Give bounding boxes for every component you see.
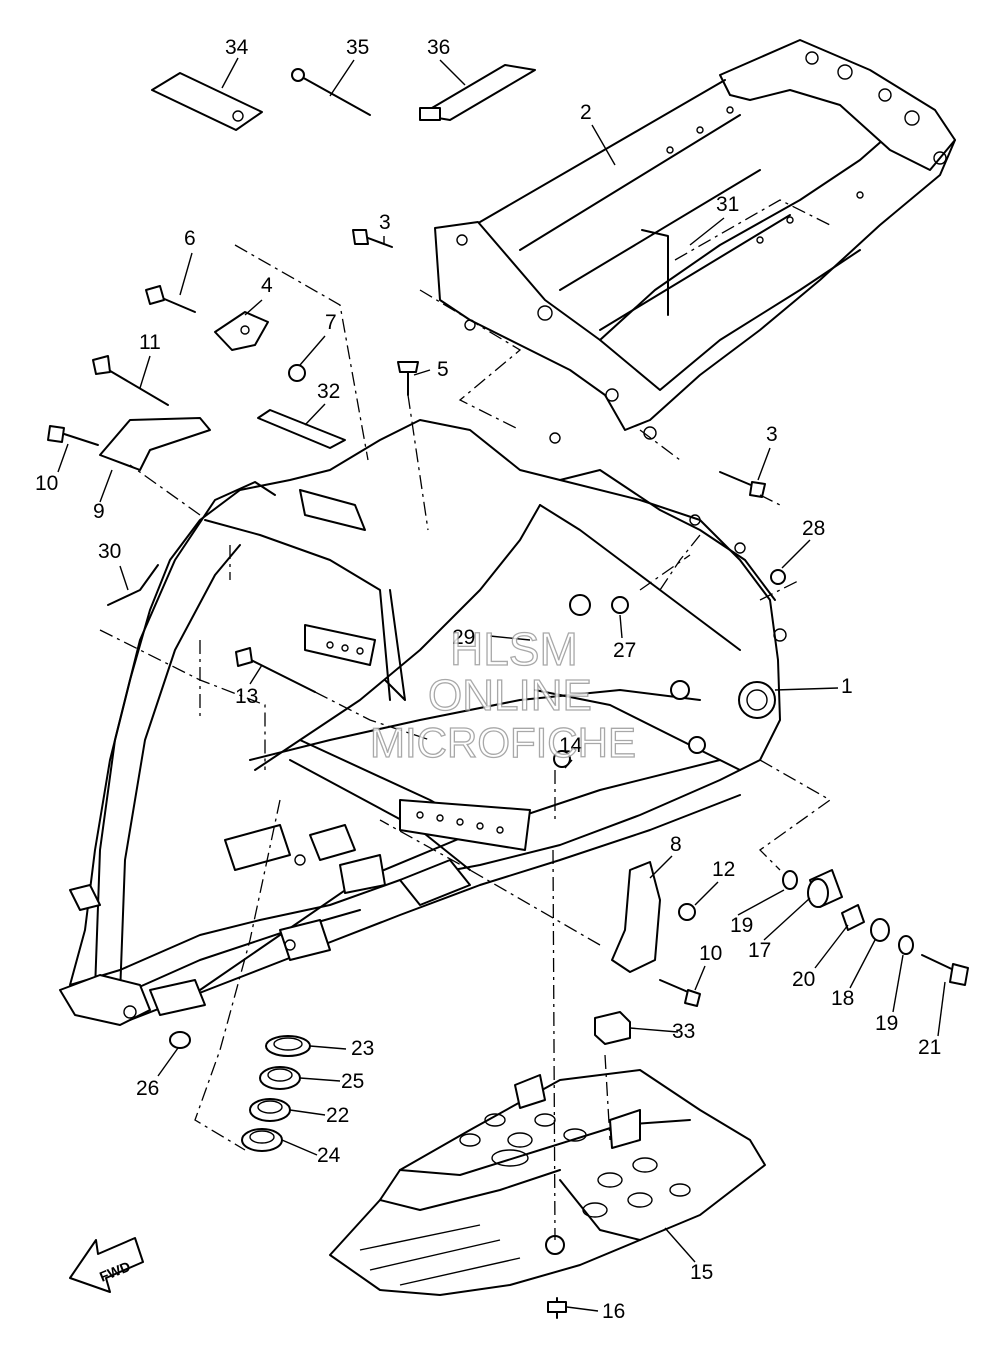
part-10-bolt-a (57, 431, 99, 446)
callout-18: 18 (831, 987, 854, 1010)
part-33-block (594, 1011, 631, 1045)
fwd-arrow: FWD (69, 1237, 144, 1293)
watermark-line-3: MICROFICHE (370, 719, 636, 766)
callout-26: 26 (136, 1077, 159, 1100)
part-26-cap (169, 1031, 191, 1049)
callout-3: 3 (766, 423, 778, 446)
part-13-bolt (244, 656, 316, 693)
part-11-bolt (99, 364, 169, 406)
callout-21: 21 (918, 1036, 941, 1059)
watermark: HLSM ONLINE MICROFICHE (369, 622, 636, 766)
callout-30: 30 (98, 540, 121, 563)
callout-25: 25 (341, 1070, 364, 1093)
part-24-seal (241, 1128, 283, 1152)
callout-10: 10 (699, 942, 722, 965)
part-20-bush (841, 904, 865, 931)
part-27-grommet (611, 596, 629, 614)
callout-24: 24 (317, 1144, 341, 1167)
callout-12: 12 (712, 858, 735, 881)
part-22-bearing (249, 1098, 291, 1122)
callout-28: 28 (802, 517, 825, 540)
part-8-bracket (611, 861, 661, 973)
callout-4: 4 (261, 274, 273, 297)
part-23-seal (265, 1035, 311, 1057)
callout-20: 20 (792, 968, 815, 991)
part-31-clamp (641, 229, 669, 316)
callout-32: 32 (317, 380, 340, 403)
part-30-clamp (107, 564, 159, 606)
callout-3: 3 (379, 211, 391, 234)
part-25-bearing (259, 1066, 301, 1090)
callout-29: 29 (452, 626, 475, 649)
part-35-rod (299, 75, 371, 116)
callout-5: 5 (437, 358, 449, 381)
callout-15: 15 (690, 1261, 713, 1284)
callout-11: 11 (139, 331, 161, 354)
part-7-nut (288, 364, 306, 382)
main-frame (59, 419, 787, 1026)
part-18-collar (870, 918, 890, 942)
callout-27: 27 (613, 639, 636, 662)
part-32-bracket (257, 409, 346, 449)
part-14-nut (553, 750, 571, 768)
callout-2: 2 (580, 101, 592, 124)
part-34-pad (151, 72, 263, 131)
callout-8: 8 (670, 833, 682, 856)
callout-9: 9 (93, 500, 105, 523)
callout-7: 7 (325, 311, 337, 334)
part-19-washer-b (898, 935, 914, 955)
callout-13: 13 (235, 685, 258, 708)
callout-31: 31 (716, 193, 739, 216)
callout-36: 36 (427, 36, 450, 59)
callout-34: 34 (225, 36, 249, 59)
callout-1: 1 (841, 675, 853, 698)
callout-22: 22 (326, 1104, 349, 1127)
part-19-washer-a (782, 870, 798, 890)
callout-10: 10 (35, 472, 58, 495)
callout-6: 6 (184, 227, 196, 250)
part-28-nut (770, 569, 786, 585)
small-parts (47, 64, 969, 1319)
callout-23: 23 (351, 1037, 374, 1060)
callout-16: 16 (602, 1300, 625, 1323)
phantom-lines (99, 199, 832, 1241)
callout-35: 35 (346, 36, 369, 59)
rear-subframe (434, 39, 956, 440)
callout-14: 14 (559, 734, 583, 757)
callout-19: 19 (875, 1012, 898, 1035)
watermark-line-1: HLSM (450, 623, 578, 675)
part-12-nut (678, 903, 696, 921)
callout-19: 19 (730, 914, 753, 937)
watermark-line-2: ONLINE (428, 671, 592, 720)
leader-lines (57, 57, 946, 1312)
callout-17: 17 (748, 939, 771, 962)
part-9-bracket (99, 417, 211, 471)
callout-33: 33 (672, 1020, 695, 1043)
